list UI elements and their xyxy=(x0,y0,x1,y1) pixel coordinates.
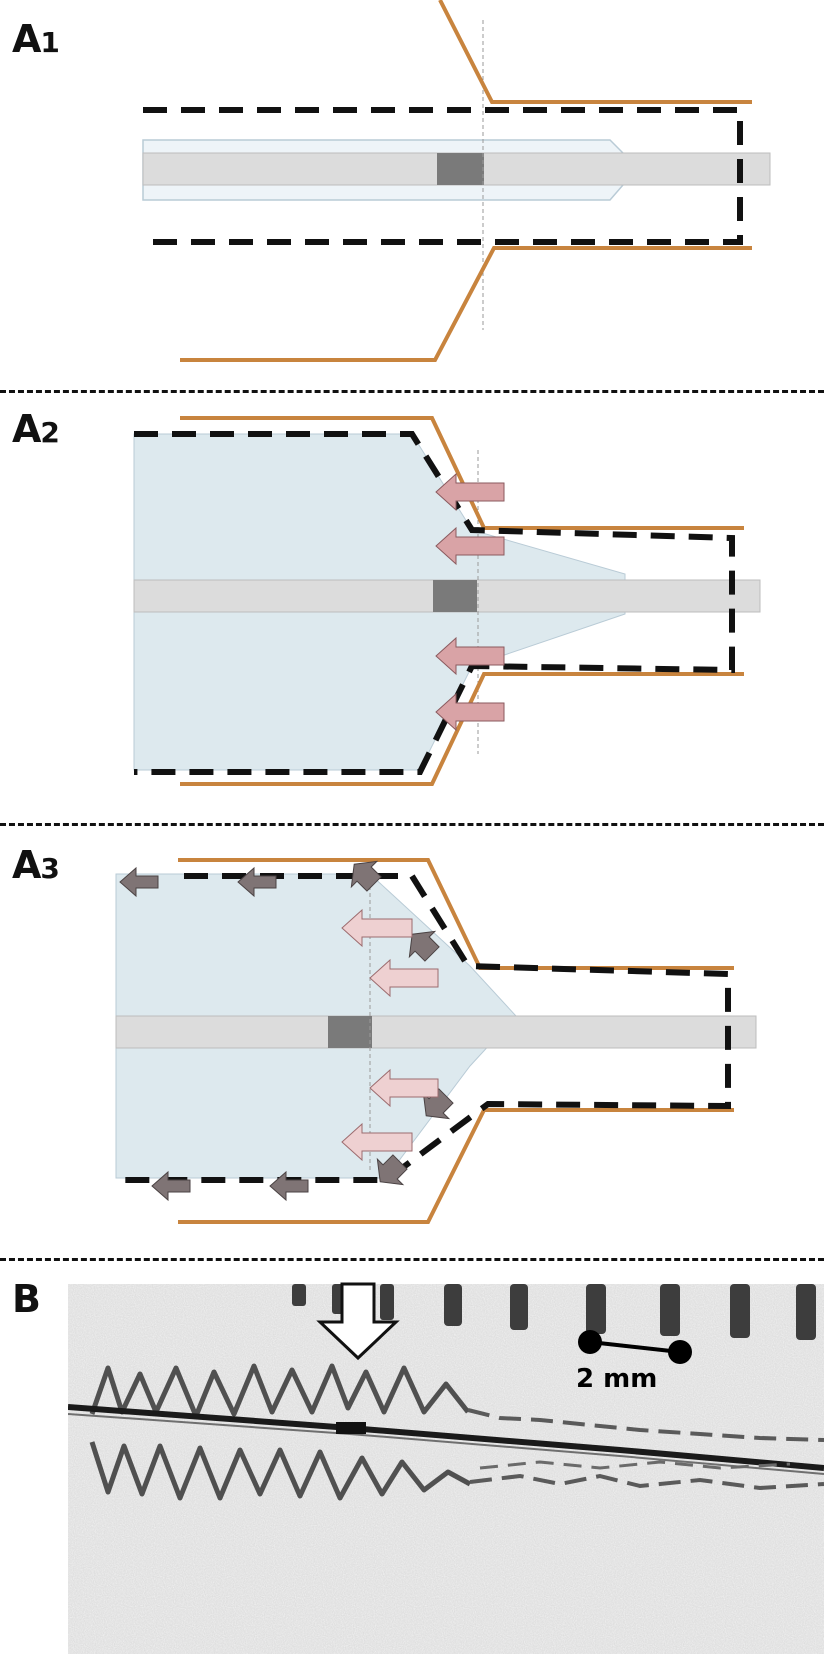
stent-struts-lower xyxy=(89,1441,472,1501)
separator-2 xyxy=(0,823,824,826)
force-arrow-a3-pink-4 xyxy=(341,1122,413,1162)
ruler-ticks xyxy=(292,1284,816,1340)
stent-struts-upper-2 xyxy=(467,1408,824,1442)
guidewire-b xyxy=(68,1404,824,1471)
force-arrow-a2-1 xyxy=(435,472,505,512)
diagram-a3 xyxy=(115,858,757,1224)
force-arrow-a2-2 xyxy=(435,526,505,566)
force-arrow-a2-4 xyxy=(435,692,505,732)
stent-outline-a2 xyxy=(134,431,735,775)
force-arrow-a3-pink-2 xyxy=(369,958,439,998)
marker-a2 xyxy=(433,580,477,612)
force-arrow-a3-gray-6 xyxy=(408,930,440,962)
panel-a2: A2 xyxy=(0,392,824,824)
force-arrow-a3-gray-3 xyxy=(151,1170,191,1202)
diagram-a1 xyxy=(142,0,771,362)
force-arrow-a3-gray-8 xyxy=(376,1154,408,1186)
marker-a1 xyxy=(437,153,484,185)
diagram-a2 xyxy=(133,416,761,786)
panel-label-a3: A3 xyxy=(12,843,60,887)
vessel-wall-top-a2 xyxy=(180,416,744,530)
force-arrow-a3-gray-1 xyxy=(119,866,159,898)
vessel-wall-bottom-a3 xyxy=(178,1108,734,1224)
force-arrow-a3-gray-4 xyxy=(269,1170,309,1202)
angiographic-image xyxy=(68,1282,824,1654)
force-arrow-a3-gray-5 xyxy=(350,860,382,892)
panel-label-a1: A1 xyxy=(12,17,60,61)
vessel-wall-bottom-a1 xyxy=(180,246,752,362)
separator-1 xyxy=(0,390,824,393)
separator-3 xyxy=(0,1258,824,1261)
scale-bar xyxy=(578,1330,692,1364)
scale-bar-label: 2 mm xyxy=(576,1364,658,1394)
force-arrow-a2-3 xyxy=(435,636,505,676)
panel-b: B xyxy=(0,1262,824,1654)
marker-b xyxy=(336,1422,366,1434)
force-arrow-a3-pink-3 xyxy=(369,1068,439,1108)
guidewire-a3 xyxy=(115,1015,757,1049)
vessel-wall-top-a1 xyxy=(438,0,752,104)
force-arrow-a3-gray-2 xyxy=(237,866,277,898)
panel-label-a2: A2 xyxy=(12,407,60,451)
panel-label-b: B xyxy=(12,1277,41,1321)
force-arrow-a3-pink-1 xyxy=(341,908,413,948)
panel-a1: A1 xyxy=(0,0,824,392)
stent-struts-upper xyxy=(89,1363,470,1419)
marker-a3 xyxy=(328,1016,372,1048)
stent-outline-a1 xyxy=(143,107,743,245)
indicator-arrow-icon xyxy=(316,1282,400,1361)
panel-a3: A3 xyxy=(0,826,824,1258)
vessel-wall-bottom-a2 xyxy=(180,672,744,786)
